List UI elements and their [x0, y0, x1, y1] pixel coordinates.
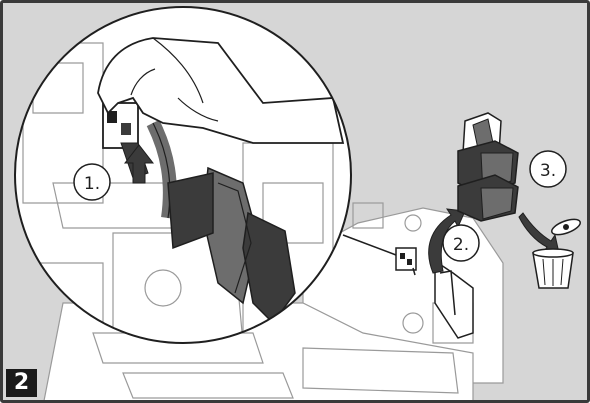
step-number-badge: 2 [6, 369, 37, 397]
callout-3: 3. [530, 151, 566, 187]
callout-2-label: 2. [453, 235, 469, 255]
callout-2: 2. [443, 225, 479, 261]
assembly-illustration: 1. 2. 3. [3, 3, 590, 403]
magnifier-circle [13, 7, 351, 343]
callout-1: 1. [74, 164, 110, 200]
callout-1-label: 1. [84, 174, 100, 194]
callout-3-label: 3. [540, 161, 556, 181]
